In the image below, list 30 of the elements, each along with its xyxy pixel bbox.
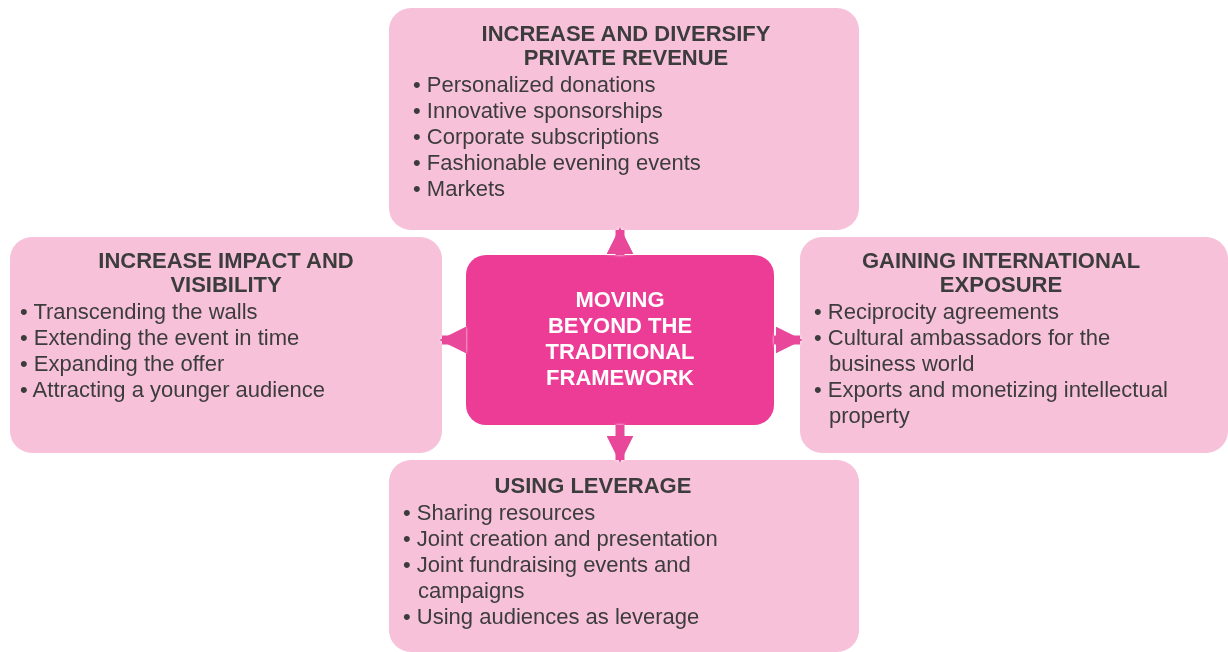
bullet-item: • Joint creation and presentation bbox=[403, 526, 719, 552]
bullet-item: • Transcending the walls bbox=[20, 299, 259, 325]
bullet-item: • Exports and monetizing intellectual property bbox=[814, 377, 1169, 429]
topic-box bbox=[800, 237, 1228, 453]
arrow bbox=[606, 425, 634, 463]
bullet-item: • Expanding the offer bbox=[20, 351, 226, 377]
bullet-item: • Personalized donations bbox=[413, 72, 657, 98]
bullet-item: • Using audiences as leverage bbox=[403, 604, 701, 630]
topic-box bbox=[10, 237, 442, 453]
arrow bbox=[439, 326, 467, 354]
topic-heading: USING LEVERAGE bbox=[493, 474, 693, 498]
bullet-item: • Reciprocity agreements bbox=[814, 299, 1060, 325]
central-box bbox=[466, 255, 774, 425]
bullet-item: • Corporate subscriptions bbox=[413, 124, 661, 150]
bullet-item: • Fashionable evening events bbox=[413, 150, 702, 176]
bullet-item: • Innovative sponsorships bbox=[413, 98, 664, 124]
bullet-item: • Extending the event in time bbox=[20, 325, 301, 351]
topic-box bbox=[389, 8, 859, 230]
topic-box bbox=[389, 460, 859, 652]
bullet-item: • Cultural ambassadors for the business world bbox=[814, 325, 1112, 377]
arrow bbox=[606, 227, 634, 255]
arrow bbox=[774, 326, 803, 354]
bullet-item: • Attracting a younger audience bbox=[20, 377, 326, 403]
topic-heading: INCREASE IMPACT AND VISIBILITY bbox=[97, 249, 355, 297]
topic-heading: GAINING INTERNATIONAL EXPOSURE bbox=[860, 249, 1142, 297]
topic-heading: INCREASE AND DIVERSIFY PRIVATE REVENUE bbox=[480, 22, 772, 70]
bullet-item: • Sharing resources bbox=[403, 500, 597, 526]
bullet-item: • Joint fundraising events and campaigns bbox=[403, 552, 692, 604]
central-title: MOVING BEYOND THE TRADITIONAL FRAMEWORK bbox=[544, 287, 696, 391]
bullet-item: • Markets bbox=[413, 176, 507, 202]
